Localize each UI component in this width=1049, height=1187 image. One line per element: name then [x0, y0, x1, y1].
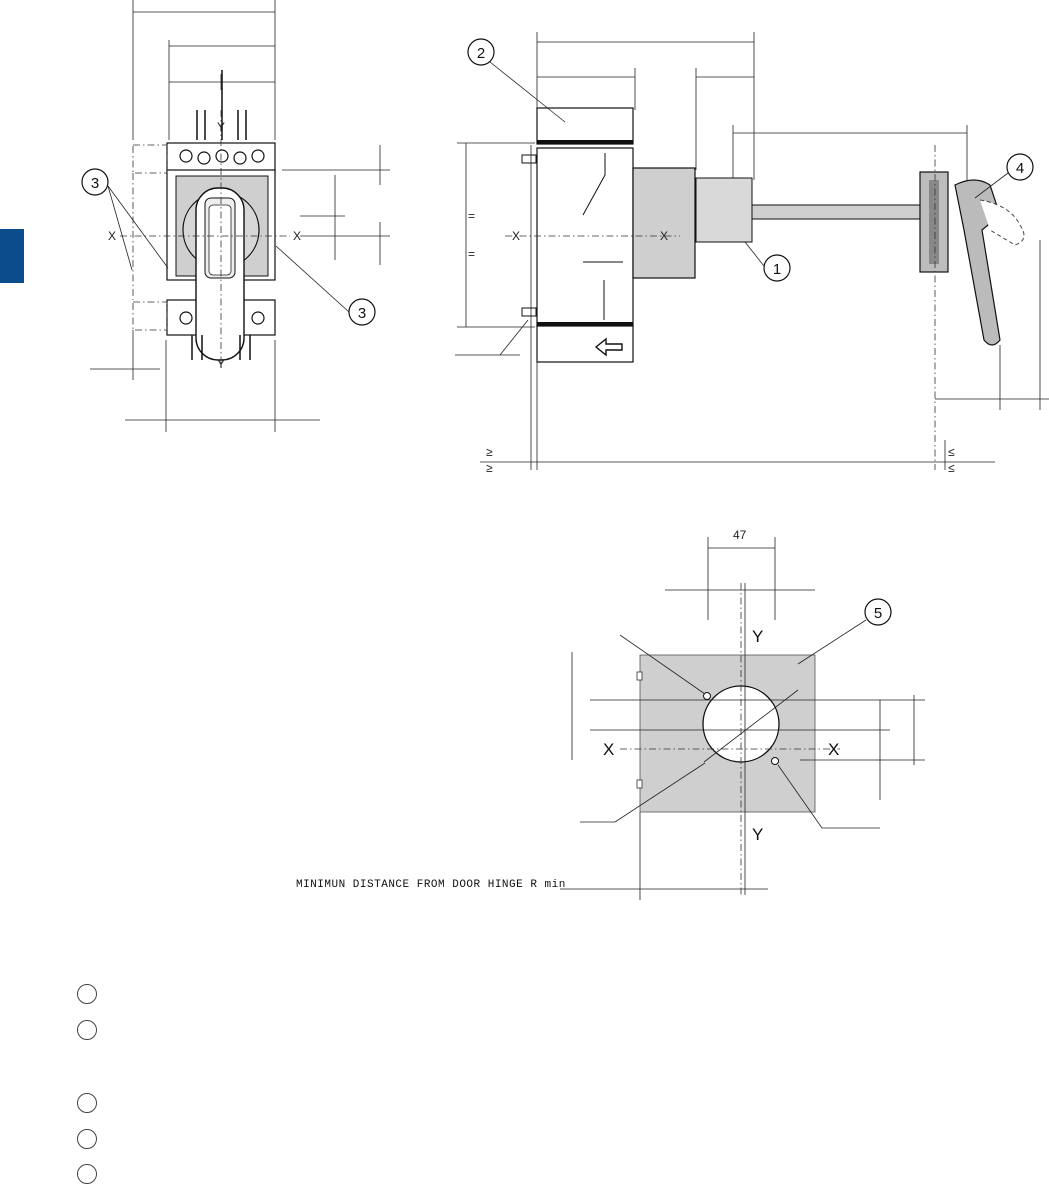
callout-4: 4: [1016, 160, 1024, 177]
x-axis-label-front-right: X: [293, 229, 301, 243]
dimension-47-label: 47: [733, 528, 747, 542]
callout-1: 1: [773, 261, 781, 278]
x-axis-label-side-right: X: [660, 229, 668, 243]
y-axis-label-front-bottom: Y: [217, 357, 225, 371]
legend-bullet-5: [77, 1164, 97, 1184]
equal-mark-upper: =: [468, 209, 475, 223]
callout-3-top: 3: [91, 175, 99, 192]
front-view: X X Y Y 3 3: [81, 0, 390, 432]
side-view: X X = = ≥ ≥ ≤ ≤ 2 1 4: [455, 32, 1049, 475]
ge-mark-1: ≥: [486, 445, 493, 459]
x-axis-label-front-left: X: [108, 229, 116, 243]
callout-2: 2: [477, 45, 485, 62]
x-axis-label-cutout-right: X: [828, 740, 839, 759]
door-cutout-view: 47 X X Y Y 5: [296, 528, 925, 900]
section-tab: [0, 229, 24, 283]
legend-bullet-2: [77, 1020, 97, 1040]
y-axis-label-cutout-top: Y: [752, 627, 763, 646]
le-mark-2: ≤: [948, 461, 955, 475]
y-axis-label-cutout-bottom: Y: [752, 825, 763, 844]
callout-3-bottom: 3: [358, 305, 366, 322]
legend-bullet-1: [77, 984, 97, 1004]
equal-mark-lower: =: [468, 247, 475, 261]
door-hinge-note: MINIMUN DISTANCE FROM DOOR HINGE R min: [296, 879, 566, 891]
callout-5: 5: [874, 605, 882, 622]
legend-bullet-4: [77, 1129, 97, 1149]
le-mark-1: ≤: [948, 445, 955, 459]
y-axis-label-front-top: Y: [217, 120, 225, 134]
x-axis-label-side-left: X: [512, 229, 520, 243]
x-axis-label-cutout-left: X: [603, 740, 614, 759]
legend-bullet-3: [77, 1093, 97, 1113]
ge-mark-2: ≥: [486, 461, 493, 475]
